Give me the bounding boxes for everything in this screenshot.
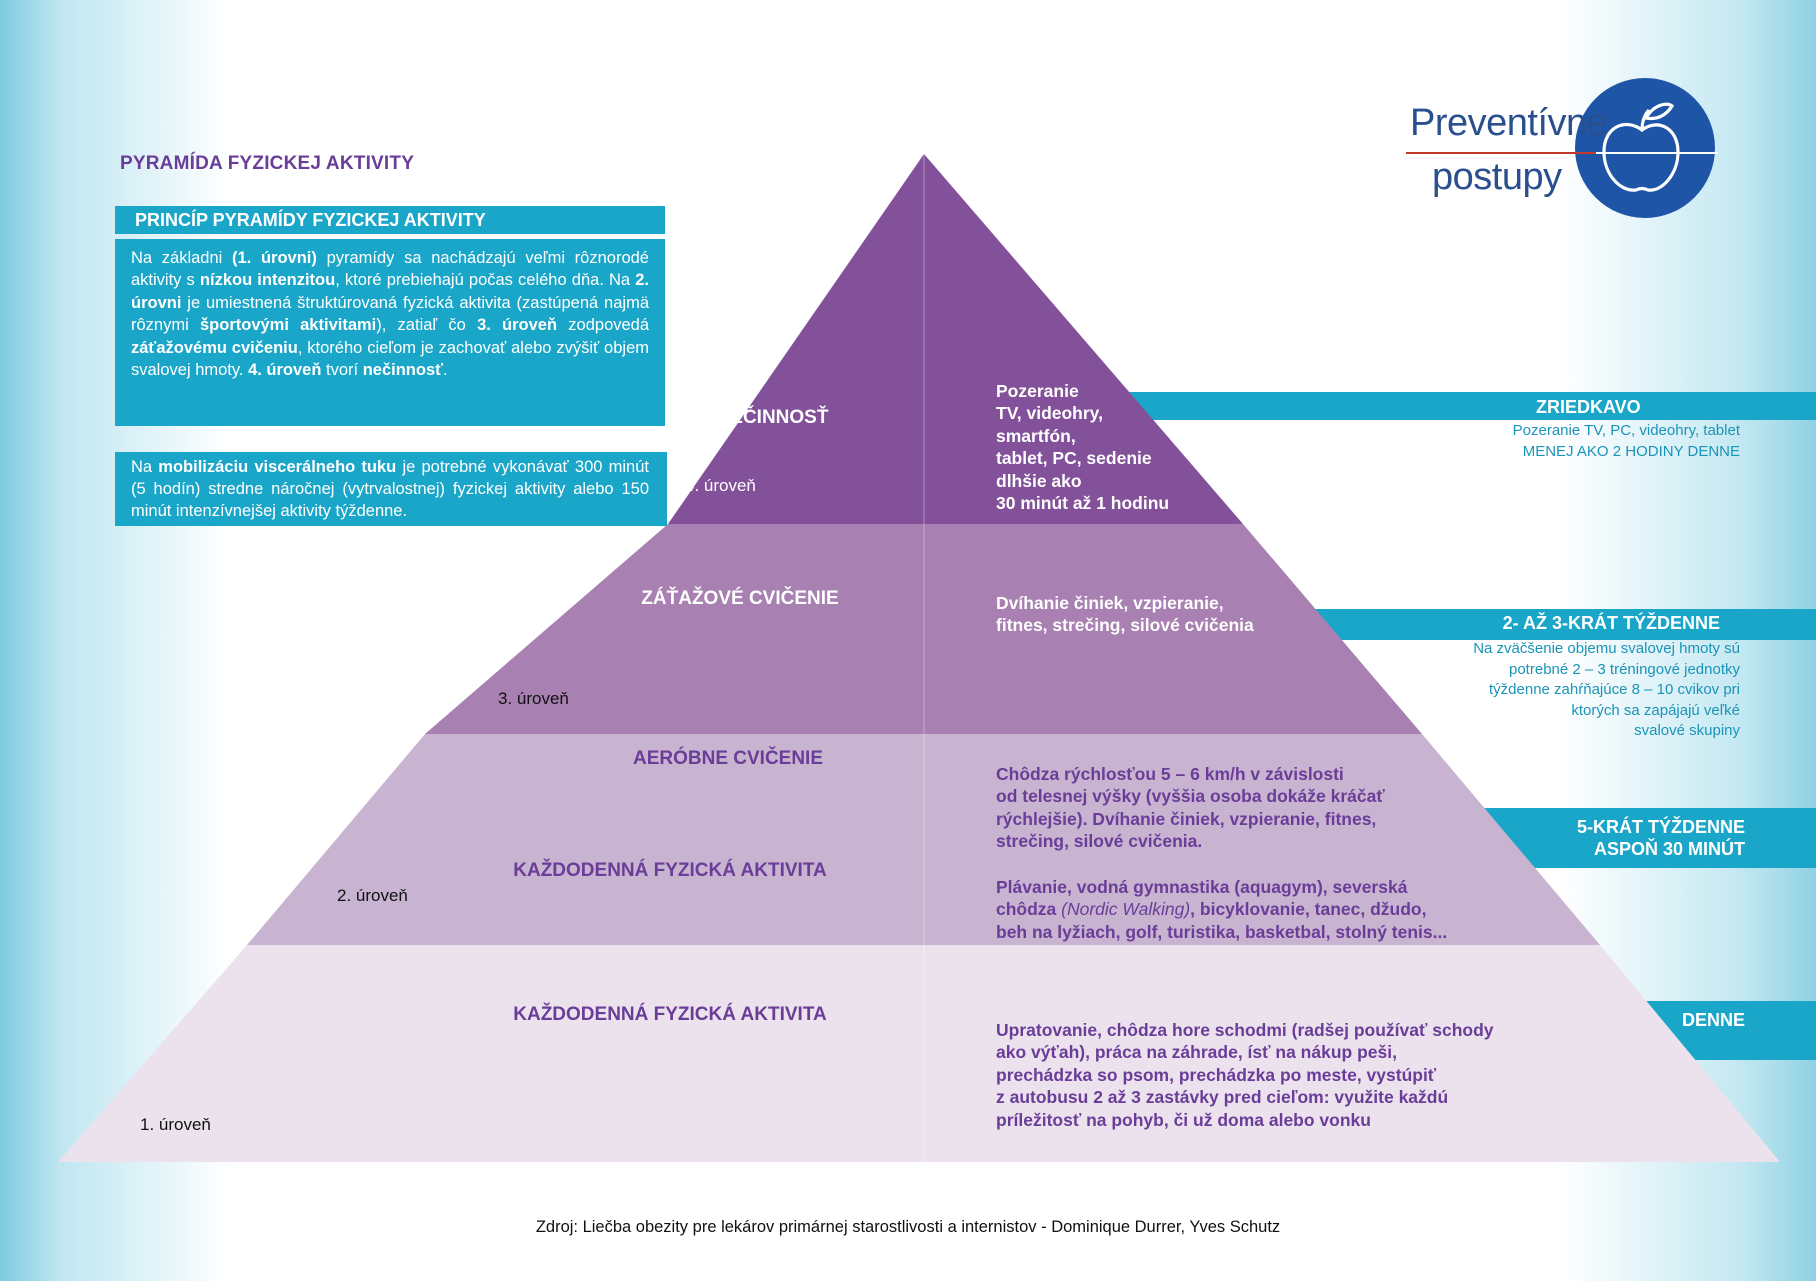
logo-text-line2: postupy <box>1432 156 1562 198</box>
principle-text-segment: zodpovedá <box>557 316 650 335</box>
mobilization-text-segment: mobilizáciu viscerálneho tuku <box>158 458 397 476</box>
principle-text-segment: ), zatiaľ čo <box>376 316 478 335</box>
page-title: PYRAMÍDA FYZICKEJ AKTIVITY <box>120 153 415 174</box>
level-2-band <box>247 734 1600 945</box>
level-1-band <box>58 945 1780 1162</box>
level-3-title: ZÁŤAŽOVÉ CVIČENIE <box>641 588 839 609</box>
level-1-description: Upratovanie, chôdza hore schodmi (radšej… <box>996 1020 1494 1130</box>
principle-text-segment: nízkou intenzitou <box>199 271 336 290</box>
level-4-number: 4. úroveň <box>685 476 756 495</box>
principle-box: PRINCÍP PYRAMÍDY FYZICKEJ AKTIVITY Na zá… <box>115 206 665 426</box>
freq-label-2-3-weekly: 2- AŽ 3-KRÁT TÝŽDENNE <box>1502 613 1720 633</box>
level-4-band <box>668 154 1243 524</box>
logo-preventivne-postupy: Preventívne postupy <box>1400 78 1720 223</box>
principle-text-segment: , ktoré prebiehajú počas celého dňa. Na <box>335 271 636 290</box>
level-2-description-sports: Plávanie, vodná gymnastika (aquagym), se… <box>996 877 1448 942</box>
logo-text-line1: Preventívne <box>1410 102 1608 144</box>
apple-logo-icon <box>1406 78 1718 218</box>
principle-text-segment: 4. úroveň <box>248 361 322 380</box>
level-2-description-aerobic: Chôdza rýchlosťou 5 – 6 km/h v závislost… <box>996 764 1385 852</box>
freq-bar-5-weekly <box>1470 808 1816 868</box>
level-1-number: 1. úroveň <box>140 1115 211 1134</box>
principle-text-segment: . <box>443 361 448 380</box>
principle-text-segment: je umiestnená štruktúrovaná fyzická akti… <box>131 293 649 335</box>
level-2-number: 2. úroveň <box>337 886 408 905</box>
freq-bar-2-3-weekly <box>1270 609 1816 640</box>
principle-text-segment: športovými aktivitami <box>199 316 377 335</box>
level-3-band <box>425 524 1422 734</box>
mobilization-text-segment: Na <box>131 458 159 476</box>
freq-label-denne: DENNE <box>1681 1010 1745 1030</box>
level-4-description: Pozeranie TV, videohry, smartfón, tablet… <box>996 381 1170 514</box>
freq-label-zriedkavo: ZRIEDKAVO <box>1536 397 1641 417</box>
level-1-title: KAŽDODENNÁ FYZICKÁ AKTIVITA <box>513 1004 827 1025</box>
principle-text-segment: (1. úrovni) <box>232 249 317 267</box>
principle-text-segment: tvorí <box>321 361 363 380</box>
mobilization-text: Na mobilizáciu viscerálneho tuku je potr… <box>115 452 667 526</box>
principle-text-segment: nečinnosť <box>362 361 444 380</box>
principle-text-segment: 2. úrovni <box>131 271 649 312</box>
principle-text-segment: , ktorého cieľom je zachovať alebo zvýši… <box>131 338 649 380</box>
level-2-title-daily: KAŽDODENNÁ FYZICKÁ AKTIVITA <box>513 860 827 881</box>
level-2-title-aerobic: AERÓBNE CVIČENIE <box>632 748 824 769</box>
freq-note-zriedkavo: Pozeranie TV, PC, videohry, tablet MENEJ… <box>1512 422 1740 460</box>
source-citation: Zdroj: Liečba obezity pre lekárov primár… <box>535 1218 1281 1236</box>
freq-label-5-weekly: 5-KRÁT TÝŽDENNE ASPOŇ 30 MINÚT <box>1576 817 1745 859</box>
mobilization-text-segment: je potrebné vykonávať 300 minút (5 hodín… <box>131 458 649 520</box>
freq-note-2-3-weekly: Na zväčšenie objemu svalovej hmoty sú po… <box>1473 640 1740 739</box>
level-3-description: Dvíhanie činiek, vzpieranie, fitnes, str… <box>996 593 1254 636</box>
principle-text-segment: pyramídy sa nachádzajú veľmi rôznorodé a… <box>131 249 649 290</box>
principle-text: Na základni (1. úrovni) pyramídy sa nach… <box>115 239 665 426</box>
level-3-number: 3. úroveň <box>498 689 569 708</box>
level-4-title: NEČINNOSŤ <box>716 407 829 428</box>
principle-header: PRINCÍP PYRAMÍDY FYZICKEJ AKTIVITY <box>115 206 665 234</box>
principle-text-segment: záťažovému cvičeniu <box>131 338 298 357</box>
principle-text-segment: 3. úroveň <box>477 316 558 335</box>
freq-bar-zriedkavo <box>1080 392 1816 420</box>
principle-text-segment: Na základni <box>131 249 233 267</box>
freq-bar-denne <box>1640 1001 1816 1060</box>
